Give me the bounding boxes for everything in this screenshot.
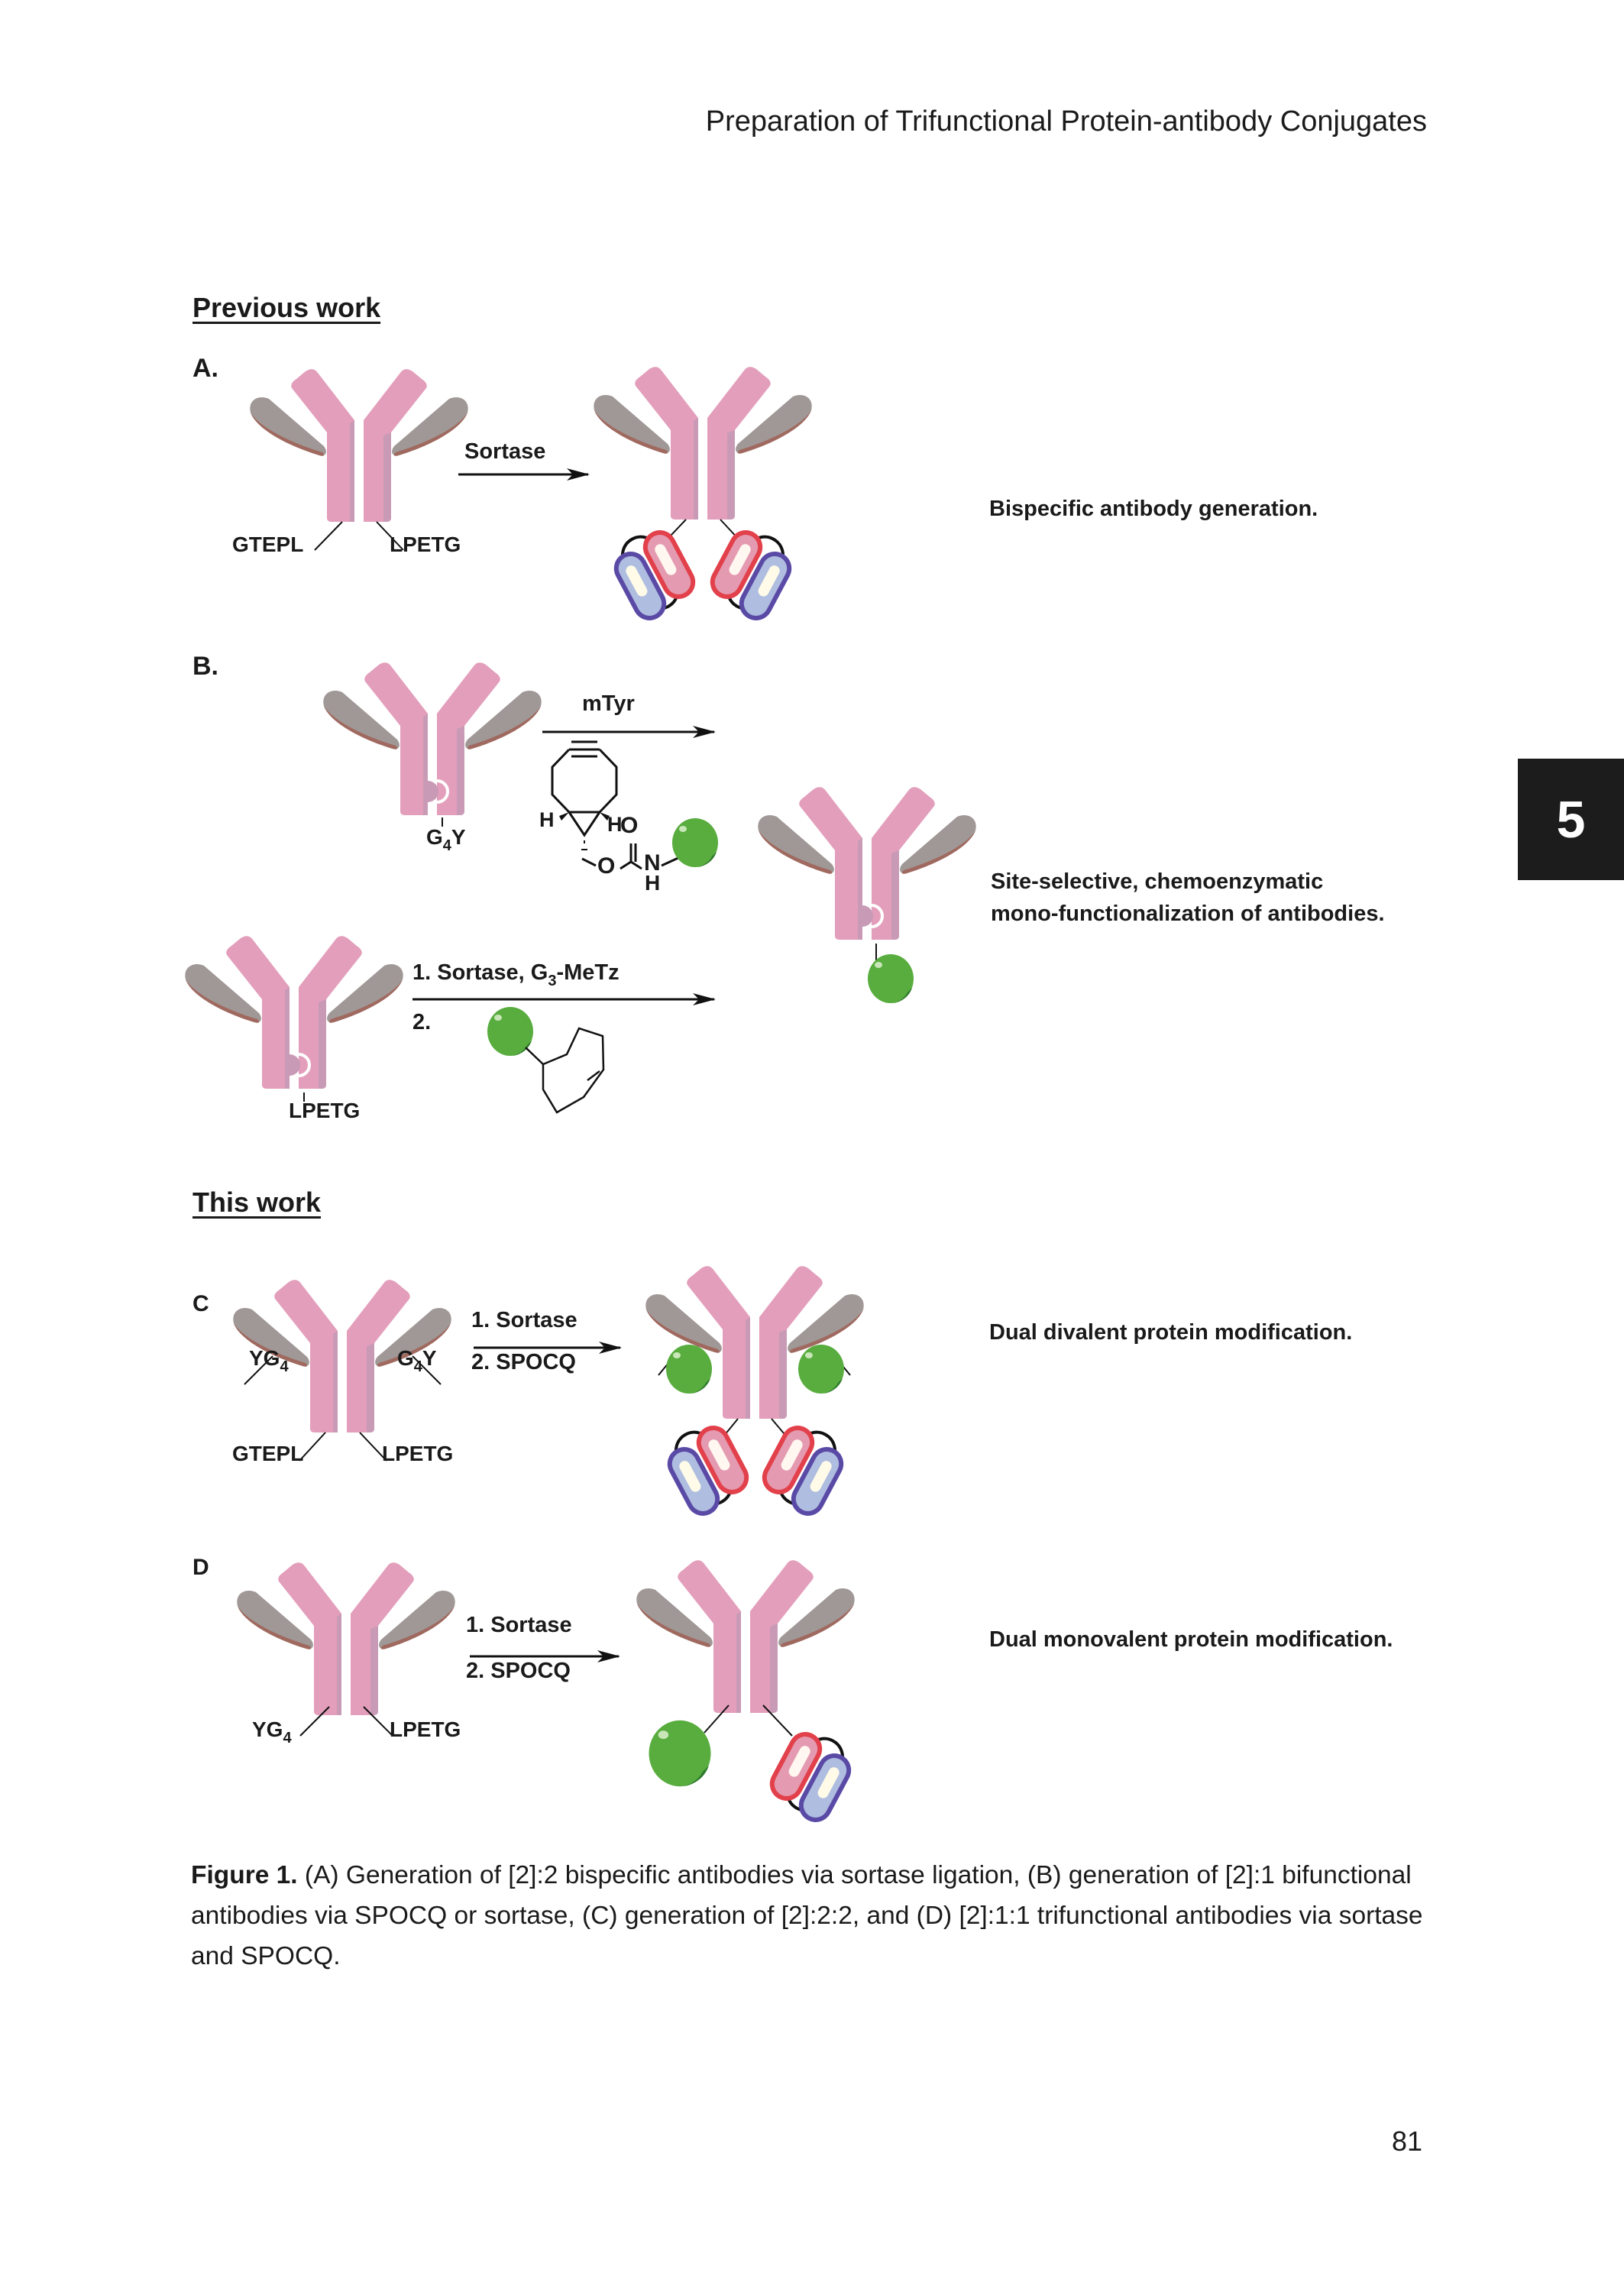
panel-label-c: C — [192, 1291, 209, 1316]
panel-b-artwork — [185, 662, 976, 1114]
atom-o-carbonyl: O — [620, 813, 639, 838]
linker-line — [655, 519, 687, 552]
tag-lpetg-b: LPETG — [289, 1099, 361, 1122]
running-header: Preparation of Trifunctional Protein-ant… — [705, 105, 1427, 138]
green-protein-icon — [649, 1720, 711, 1787]
antibody-b-substrate-bottom — [185, 936, 403, 1089]
atom-h-left: H — [539, 808, 555, 831]
reagent-sortase: Sortase — [464, 439, 546, 464]
reagent-step2-d: 2. SPOCQ — [466, 1659, 571, 1683]
reagent-step1-c: 1. Sortase — [471, 1308, 577, 1332]
antibody-b-product — [758, 787, 976, 940]
tag-yg4-main: YG — [252, 1717, 283, 1741]
tag-g4y-end: Y — [451, 825, 466, 849]
linker-line — [713, 1418, 739, 1449]
protein-pair-icon — [704, 524, 797, 626]
linker-line — [720, 519, 751, 552]
linker-line — [658, 1345, 683, 1376]
tag-g4y-c: G4Y — [397, 1346, 437, 1376]
knob-into-hole-icon — [861, 904, 884, 928]
page-number: 81 — [1392, 2125, 1423, 2157]
panel-c-artwork — [233, 1266, 864, 1523]
description-a: Bispecific antibody generation. — [989, 497, 1318, 521]
tag-g4y-sub: 4 — [442, 837, 451, 854]
reagent-step2-c: 2. SPOCQ — [471, 1350, 576, 1374]
tag-g4y-end: Y — [422, 1346, 437, 1370]
linker-line — [314, 521, 343, 551]
antibody-b-substrate-top — [323, 662, 542, 815]
linker-line — [704, 1704, 730, 1734]
linker-line — [363, 1706, 393, 1737]
bcn-structure — [551, 740, 681, 870]
green-protein-icon — [868, 954, 914, 1003]
tag-gtepl: GTEPL — [232, 533, 304, 556]
linker-line — [771, 1418, 797, 1449]
wedge-bond — [559, 812, 569, 821]
linker-line — [762, 1704, 793, 1737]
chapter-number: 5 — [1556, 790, 1586, 849]
tag-yg4-c: YG4 — [249, 1346, 289, 1376]
panel-a-artwork — [250, 367, 812, 628]
tag-yg4-sub: 4 — [280, 1358, 289, 1375]
step1-sub: 3 — [548, 973, 557, 989]
reagent-step1-d: 1. Sortase — [466, 1613, 572, 1637]
step1-prefix: 1. Sortase, G — [412, 960, 548, 985]
section-heading-this-work: This work — [192, 1186, 322, 1218]
antibody-c-product — [645, 1266, 864, 1419]
tag-lpetg: LPETG — [390, 533, 461, 556]
panel-d-artwork — [237, 1560, 857, 1827]
tag-g4y-sub: 4 — [413, 1358, 422, 1375]
tag-lpetg-c: LPETG — [382, 1442, 454, 1465]
antibody-d-substrate — [237, 1562, 455, 1715]
reagent-step2-b: 2. — [412, 1010, 432, 1034]
antibody-a-substrate — [250, 369, 468, 522]
caption-label: Figure 1. — [191, 1861, 298, 1889]
tag-gtepl-c: GTEPL — [232, 1442, 304, 1465]
tag-g4y: G4Y — [426, 825, 466, 855]
description-c: Dual divalent protein modification. — [989, 1320, 1353, 1345]
figure-caption: Figure 1. (A) Generation of [2]:2 bispec… — [191, 1855, 1436, 1976]
description-d: Dual monovalent protein modification. — [989, 1627, 1393, 1652]
protein-pair-icon — [756, 1420, 849, 1521]
reagent-step1-b: 1. Sortase, G3-MeTz — [412, 960, 620, 990]
section-heading-previous-work: Previous work — [192, 292, 381, 323]
linker-line — [826, 1345, 851, 1376]
knob-into-hole-icon — [288, 1053, 311, 1077]
tag-lpetg-d: LPETG — [390, 1717, 461, 1741]
green-protein-icon — [672, 818, 718, 867]
tag-yg4-d: YG4 — [252, 1717, 292, 1747]
atom-n: N — [644, 850, 661, 876]
panel-label-b: B. — [192, 652, 218, 681]
description-b-line2: mono-functionalization of antibodies. — [991, 902, 1385, 926]
chapter-tab: 5 — [1518, 759, 1624, 880]
tco-structure — [525, 1027, 605, 1114]
protein-pair-icon — [660, 1418, 756, 1523]
knob-into-hole-icon — [426, 779, 449, 804]
panel-label-a: A. — [192, 354, 218, 383]
caption-text: (A) Generation of [2]:2 bispecific antib… — [191, 1861, 1423, 1970]
atom-h-right: H — [607, 813, 623, 836]
protein-pair-icon — [607, 523, 703, 628]
atom-o-ester: O — [597, 853, 616, 879]
reagent-mtyr: mTyr — [582, 691, 635, 716]
linker-line — [299, 1706, 330, 1737]
tag-g4y-main: G — [397, 1346, 414, 1370]
green-protein-icon — [666, 1345, 712, 1394]
step1-suffix: -MeTz — [556, 960, 620, 985]
atom-nh: H — [645, 871, 661, 895]
green-protein-icon — [798, 1345, 844, 1394]
protein-pair-icon — [764, 1726, 857, 1827]
description-b-line1: Site-selective, chemoenzymatic — [991, 869, 1324, 894]
green-protein-icon — [487, 1007, 533, 1056]
tag-g4y-main: G — [426, 825, 443, 849]
antibody-a-product — [594, 367, 812, 520]
tag-yg4-sub: 4 — [283, 1730, 292, 1747]
panel-label-d: D — [192, 1555, 209, 1580]
tag-yg4-main: YG — [249, 1346, 280, 1370]
antibody-d-product — [636, 1560, 855, 1713]
